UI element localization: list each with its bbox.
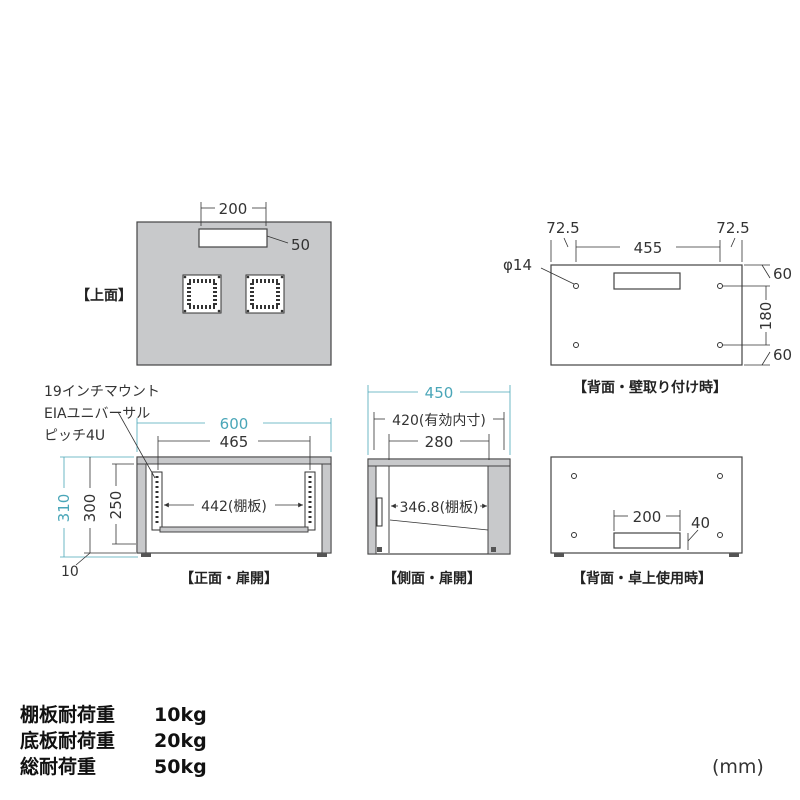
dim-side-inner: 280 <box>425 433 454 451</box>
dim-top-slot-width: 200 <box>219 200 248 218</box>
foot <box>491 547 496 552</box>
dim-vertical-spacing: 180 <box>757 302 775 331</box>
front-top-plate <box>136 456 332 465</box>
back-desk-slot <box>613 532 681 549</box>
mount-hole <box>717 532 723 538</box>
dim-hole-spacing: 455 <box>634 239 663 257</box>
spec-label: 棚板耐荷重 <box>20 704 116 726</box>
dim-desk-slot-offset: 40 <box>691 514 710 532</box>
side-top-plate <box>367 458 511 467</box>
side-front-plate <box>367 465 377 555</box>
mount-note-line3: ピッチ4U <box>44 428 105 444</box>
dim-side-shelf: 346.8(棚板) <box>399 500 478 516</box>
fan-grille-left <box>182 274 222 314</box>
spec-row-total: 総耐荷重 50kg <box>20 754 207 780</box>
top-view: 200 50 【上面】 <box>76 200 332 366</box>
front-left-side <box>136 463 147 554</box>
dim-side-effective: 420(有効内寸) <box>392 413 486 429</box>
caption-back-wall: 【背面・壁取り付け時】 <box>573 379 727 396</box>
spec-value: 10kg <box>154 704 207 726</box>
side-handle <box>376 497 383 527</box>
dim-front-inner-width: 465 <box>220 433 249 451</box>
dim-top-slot-height: 50 <box>291 236 310 254</box>
caption-top-view: 【上面】 <box>76 288 132 304</box>
foot <box>377 547 382 552</box>
dim-bottom-offset: 60 <box>773 346 792 364</box>
spec-value: 50kg <box>154 756 207 778</box>
mount-hole <box>573 283 579 289</box>
mount-hole <box>717 283 723 289</box>
mount-hole <box>571 473 577 479</box>
foot <box>141 553 151 557</box>
unit-label: (mm) <box>712 756 764 778</box>
dim-foot: 10 <box>61 564 79 580</box>
caption-side-view: 【側面・扉開】 <box>383 570 481 587</box>
back-wall-view: 72.5 72.5 455 φ14 60 180 60 【背面・壁取り付け時】 <box>503 219 792 396</box>
fan-grille-right <box>245 274 285 314</box>
mount-note-line2: EIAユニバーサル <box>44 406 150 422</box>
foot <box>317 553 327 557</box>
dim-right-margin: 72.5 <box>716 219 749 237</box>
spec-label: 総耐荷重 <box>20 756 97 778</box>
side-rear-plate <box>487 465 511 555</box>
side-shelf <box>389 519 489 531</box>
top-slot <box>198 228 268 248</box>
spec-row-bottom: 底板耐荷重 20kg <box>20 728 207 754</box>
mount-hole <box>571 532 577 538</box>
mount-hole <box>573 342 579 348</box>
front-shelf <box>159 526 309 533</box>
back-wall-slot <box>613 272 681 290</box>
spec-label: 底板耐荷重 <box>20 730 116 752</box>
dim-front-width: 600 <box>220 415 249 433</box>
load-specs: 棚板耐荷重 10kg 底板耐荷重 20kg 総耐荷重 50kg <box>20 702 207 780</box>
dim-total-height: 310 <box>55 494 73 523</box>
dim-body-height: 300 <box>81 494 99 523</box>
dim-inner-height: 250 <box>107 491 125 520</box>
foot <box>554 553 564 557</box>
mount-note-line1: 19インチマウント <box>44 384 160 400</box>
spec-row-shelf: 棚板耐荷重 10kg <box>20 702 207 728</box>
dim-front-shelf: 442(棚板) <box>201 499 267 515</box>
mount-hole <box>717 342 723 348</box>
dim-left-margin: 72.5 <box>546 219 579 237</box>
spec-value: 20kg <box>154 730 207 752</box>
caption-back-desk: 【背面・卓上使用時】 <box>572 570 712 587</box>
front-right-side <box>321 463 332 554</box>
back-desk-view: 200 40 【背面・卓上使用時】 <box>550 456 743 587</box>
front-view: 600 465 442(棚板) 310 300 250 10 19インチマウント… <box>44 384 332 587</box>
side-view: 450 420(有効内寸) 280 346.8(棚板) 【側面・扉開】 <box>367 384 511 587</box>
dim-side-depth: 450 <box>425 384 454 402</box>
dim-hole-diameter: φ14 <box>503 256 532 274</box>
dim-desk-slot-width: 200 <box>633 508 662 526</box>
foot <box>729 553 739 557</box>
dim-top-offset: 60 <box>773 265 792 283</box>
mount-hole <box>717 473 723 479</box>
caption-front-view: 【正面・扉開】 <box>180 570 278 587</box>
